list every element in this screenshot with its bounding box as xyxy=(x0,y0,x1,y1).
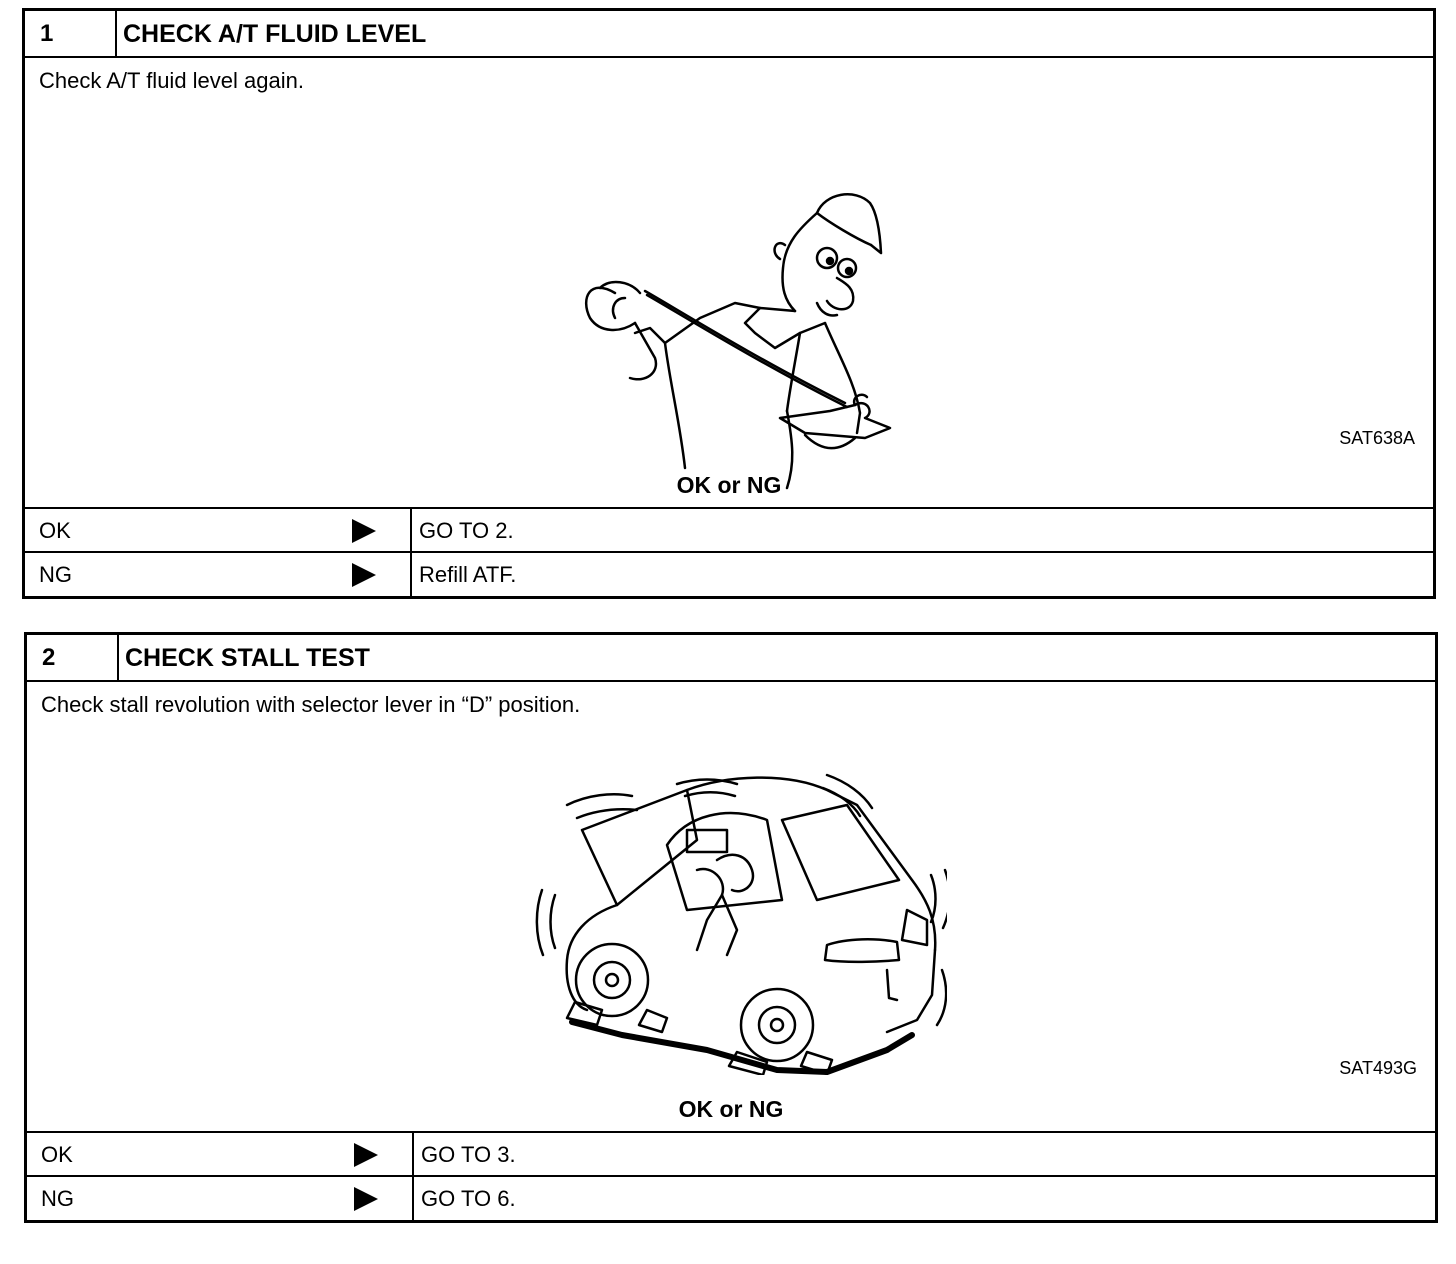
step-instruction: Check A/T fluid level again. xyxy=(39,68,304,93)
outcome-row: NG Refill ATF. xyxy=(25,553,1433,597)
step-1-box: 1 CHECK A/T FLUID LEVEL Check A/T fluid … xyxy=(22,8,1436,599)
outcome-condition: NG xyxy=(25,553,412,597)
outcome-condition-label: OK xyxy=(41,1142,73,1167)
step-header: 2 CHECK STALL TEST xyxy=(27,635,1435,682)
mechanic-dipstick-illustration xyxy=(584,193,892,490)
step-number: 1 xyxy=(25,11,117,56)
ok-or-ng-label: OK or NG xyxy=(676,472,782,498)
step-number: 2 xyxy=(27,635,119,680)
outcome-row: OK GO TO 3. xyxy=(27,1133,1435,1177)
play-arrow-icon xyxy=(354,1187,378,1211)
step-title: CHECK STALL TEST xyxy=(125,644,370,672)
outcome-row: OK GO TO 2. xyxy=(25,509,1433,553)
ok-or-ng-label: OK or NG xyxy=(678,1096,784,1122)
outcome-action: Refill ATF. xyxy=(419,562,517,587)
outcome-condition-label: NG xyxy=(39,562,72,587)
step-title: CHECK A/T FLUID LEVEL xyxy=(123,20,427,48)
outcome-action: GO TO 3. xyxy=(421,1142,516,1167)
step-body: Check stall revolution with selector lev… xyxy=(27,682,1435,1133)
step-header: 1 CHECK A/T FLUID LEVEL xyxy=(25,11,1433,58)
outcome-condition-label: NG xyxy=(41,1186,74,1211)
step-body: Check A/T fluid level again. xyxy=(25,58,1433,509)
outcome-row: NG GO TO 6. xyxy=(27,1177,1435,1221)
step-2-box: 2 CHECK STALL TEST Check stall revolutio… xyxy=(24,632,1438,1223)
car-stall-test-illustration xyxy=(535,773,947,1075)
play-arrow-icon xyxy=(354,1143,378,1167)
outcome-condition: NG xyxy=(27,1177,414,1221)
outcome-action: GO TO 6. xyxy=(421,1186,516,1211)
play-arrow-icon xyxy=(352,519,376,543)
step-instruction: Check stall revolution with selector lev… xyxy=(41,692,581,717)
outcome-action: GO TO 2. xyxy=(419,518,514,543)
figure-code: SAT638A xyxy=(1339,428,1415,448)
outcome-condition-label: OK xyxy=(39,518,71,543)
play-arrow-icon xyxy=(352,563,376,587)
outcome-condition: OK xyxy=(25,509,412,551)
outcome-condition: OK xyxy=(27,1133,414,1175)
figure-code: SAT493G xyxy=(1339,1058,1417,1078)
